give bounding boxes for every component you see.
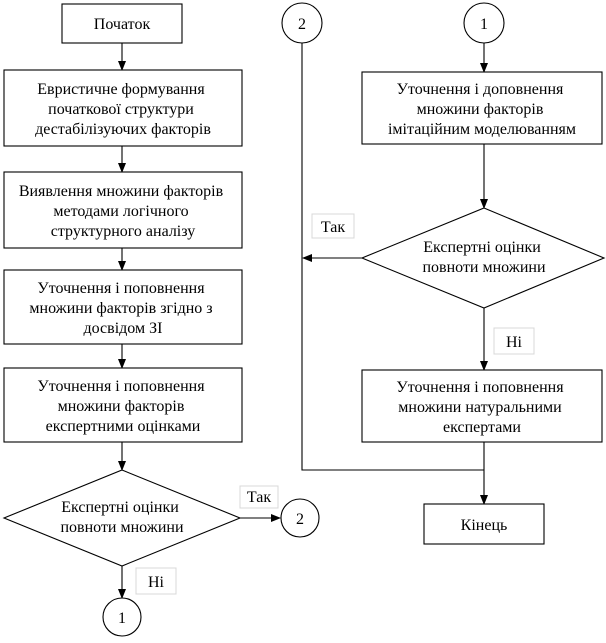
decision-left-completeness [2,469,242,567]
process-natural-experts-line-2: множини натуральними [398,399,562,416]
start-label: Початок [94,16,151,33]
process-natural-experts-line-1: Уточнення і поповнення [396,379,564,396]
process-refine-by-expert-estimates-text: Уточнення і поповнення множини факторів … [37,378,208,435]
process-logical-structural-analysis-line-1: Виявлення множини факторів [19,183,224,200]
process-natural-experts [361,369,603,443]
left-yes-label: Так [247,489,271,506]
process-heuristic-formation [3,69,243,147]
decision-left-completeness-text: Експертні оцінки повноти множини [60,499,183,536]
connector-1-out-label: 1 [118,610,126,627]
left-no-label: Ні [148,574,165,591]
right-no-label-box [493,327,535,355]
connector-1-out [102,597,142,637]
line-connector-2-down-to-end [301,43,484,471]
process-simulation-modeling-text: Уточнення і доповнення множини факторів … [388,81,576,138]
connector-2-out-label: 2 [296,511,304,528]
process-refine-by-experience-line-1: Уточнення і поповнення [37,280,205,297]
process-refine-by-experience [3,269,243,345]
end-terminal [423,503,545,545]
process-heuristic-formation-text: Евристичне формування початкової структу… [35,81,211,138]
right-yes-label-box [311,213,355,239]
process-refine-by-experience-line-3: досвідом ЗІ [84,320,163,337]
process-refine-by-experience-text: Уточнення і поповнення множини факторів … [29,280,216,337]
start-terminal [61,3,183,44]
process-heuristic-formation-line-3: дестабілізуючих факторів [35,121,211,138]
connector-2-out [280,498,320,538]
process-logical-structural-analysis-line-3: структурного аналізу [51,223,195,240]
process-logical-structural-analysis-line-2: методами логічного [53,203,188,220]
process-refine-by-expert-estimates [3,367,243,443]
process-logical-structural-analysis-text: Виявлення множини факторів методами логі… [19,183,227,240]
process-natural-experts-line-3: експертами [443,419,521,436]
process-simulation-modeling-line-3: імітаційним моделюванням [388,121,576,138]
left-no-label-box [135,567,177,595]
process-natural-experts-text: Уточнення і поповнення множини натуральн… [396,379,567,436]
process-heuristic-formation-line-2: початкової структури [48,101,194,118]
process-heuristic-formation-line-1: Евристичне формування [37,81,205,98]
process-refine-by-expert-estimates-line-3: експертними оцінками [46,418,201,435]
connector-2-in-label: 2 [298,16,306,33]
process-simulation-modeling-line-2: множини факторів [417,101,544,118]
end-label: Кінець [461,517,508,534]
decision-right-line-2: повноти множини [422,259,545,276]
decision-left-line-2: повноти множини [60,519,183,536]
decision-right-completeness [360,207,606,309]
decision-left-line-1: Експертні оцінки [61,499,179,516]
process-simulation-modeling-line-1: Уточнення і доповнення [397,81,564,98]
process-refine-by-expert-estimates-line-1: Уточнення і поповнення [37,378,205,395]
process-refine-by-expert-estimates-line-2: множини факторів [58,398,185,415]
decision-right-completeness-text: Експертні оцінки повноти множини [422,239,545,276]
right-yes-label: Так [321,219,345,236]
connector-1-in-label: 1 [480,16,488,33]
right-no-label: Ні [506,334,523,351]
process-logical-structural-analysis [3,171,243,249]
decision-right-line-1: Експертні оцінки [423,239,541,256]
left-yes-label-box [239,485,279,509]
process-simulation-modeling [361,71,603,145]
process-refine-by-experience-line-2: множини факторів згідно з [29,300,212,317]
